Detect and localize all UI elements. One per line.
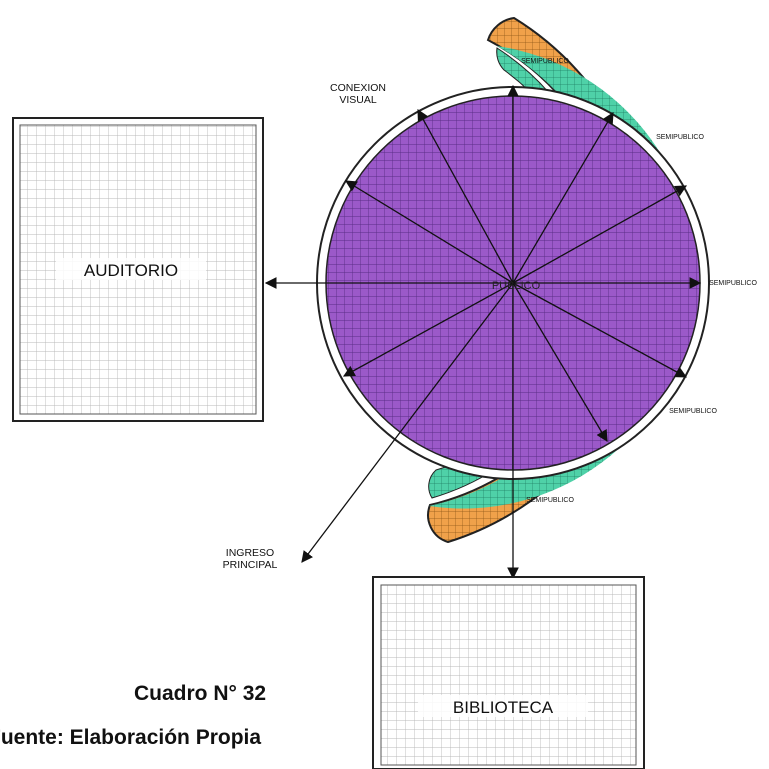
- publico-label: PUBLICO: [492, 280, 541, 292]
- conexion-visual-label-line1: CONEXION: [330, 82, 386, 94]
- arrow-west-north: [345, 180, 514, 284]
- conexion-visual-label-line2: VISUAL: [339, 94, 377, 106]
- ingreso-principal-label-line1: INGRESO: [226, 547, 274, 559]
- semipublico-label-right: SEMIPUBLICO: [709, 280, 757, 287]
- arrow-ingreso: [301, 282, 514, 563]
- semipublico-label-upper-right: SEMIPUBLICO: [656, 134, 704, 141]
- radial-arrows: [264, 84, 702, 580]
- arrow-east-north: [512, 185, 688, 284]
- caption-source: Fuente: Elaboración Propia: [0, 726, 262, 749]
- auditorio-label: AUDITORIO: [84, 261, 178, 280]
- caption-title: Cuadro N° 32: [134, 682, 267, 705]
- biblioteca-label: BIBLIOTECA: [453, 698, 554, 717]
- arrow-south-east: [512, 282, 608, 443]
- biblioteca-room: [380, 584, 637, 766]
- arrow-north-east: [512, 111, 614, 284]
- arrow-west-south: [342, 282, 514, 377]
- semipublico-label-bottom: SEMIPUBLICO: [526, 497, 574, 504]
- arrow-north-northwest: [417, 108, 514, 284]
- arrow-east-south: [512, 282, 688, 378]
- semipublico-label-lower-right: SEMIPUBLICO: [669, 408, 717, 415]
- ingreso-principal-label-line2: PRINCIPAL: [223, 559, 278, 571]
- semipublico-label-top: SEMIPUBLICO: [521, 58, 569, 65]
